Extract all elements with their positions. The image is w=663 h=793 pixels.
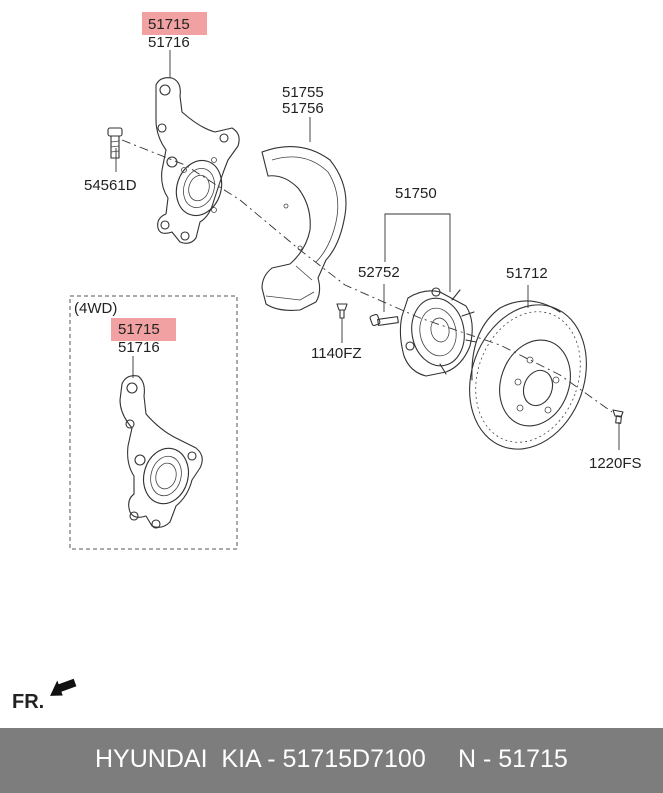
hub-bolt-52752[interactable]: [369, 313, 399, 327]
front-arrow-icon: [50, 678, 77, 696]
label-52752[interactable]: 52752: [358, 264, 400, 281]
footer-reference-number: N - 51715: [458, 745, 568, 773]
label-51716-4wd[interactable]: 51716: [118, 339, 160, 356]
screw-1220fs[interactable]: [612, 409, 624, 424]
steering-knuckle-51715[interactable]: [155, 77, 240, 244]
highlight-51715-top: [142, 12, 207, 35]
label-51715-top[interactable]: 51715: [148, 16, 190, 33]
front-direction-label: FR.: [12, 691, 44, 713]
part-number-footer: HYUNDAI KIA - 51715D7100 N - 51715: [0, 728, 663, 793]
label-51712[interactable]: 51712: [506, 265, 548, 282]
label-51750[interactable]: 51750: [395, 185, 437, 202]
label-51755[interactable]: 51755: [282, 84, 324, 101]
dust-cover-51755[interactable]: [261, 146, 347, 311]
label-1140fz[interactable]: 1140FZ: [311, 345, 362, 362]
screw-1140fz[interactable]: [336, 303, 348, 319]
label-54561d[interactable]: 54561D: [84, 177, 137, 194]
highlight-51715-4wd: [111, 318, 176, 341]
label-1220fs[interactable]: 1220FS: [589, 455, 642, 472]
bolt-54561d[interactable]: [107, 127, 123, 159]
hub-assembly-51750[interactable]: [399, 287, 477, 377]
label-51715-4wd[interactable]: 51715: [118, 321, 160, 338]
leader-51750: [384, 213, 451, 292]
brake-disc-51712[interactable]: [450, 288, 606, 465]
label-4wd-variant: (4WD): [74, 300, 117, 317]
steering-knuckle-51715-4wd[interactable]: [119, 375, 203, 529]
assembly-axis-line: [121, 139, 613, 413]
exploded-parts-diagram: 51715 51716 54561D 51755 51756 1140FZ 51…: [12, 12, 642, 713]
footer-brand-part-number: HYUNDAI KIA - 51715D7100: [95, 745, 426, 773]
label-51756[interactable]: 51756: [282, 100, 324, 117]
label-51716-top[interactable]: 51716: [148, 34, 190, 51]
